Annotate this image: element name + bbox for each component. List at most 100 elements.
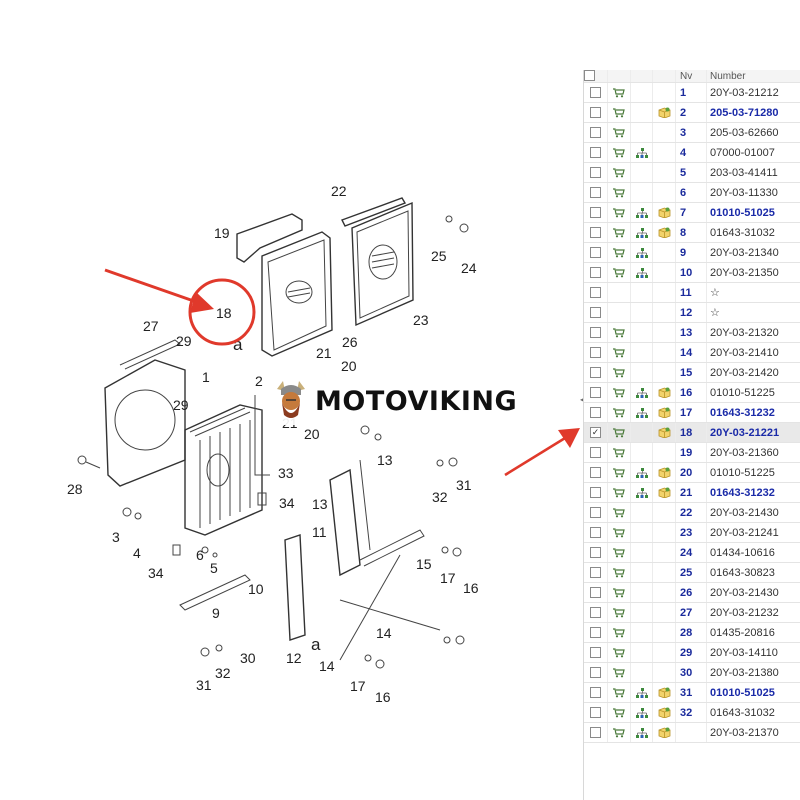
add-to-cart-icon[interactable] [613, 187, 625, 199]
row-checkbox[interactable] [590, 367, 601, 379]
row-checkbox[interactable] [590, 587, 601, 599]
add-to-cart-icon-cell[interactable] [607, 402, 631, 423]
row-checkbox-cell[interactable] [584, 482, 608, 503]
add-to-cart-icon-cell[interactable] [607, 462, 631, 483]
add-to-cart-icon[interactable] [613, 407, 625, 419]
add-to-cart-icon[interactable] [613, 567, 625, 579]
package-icon-cell[interactable] [652, 722, 676, 743]
package-icon-cell[interactable] [652, 422, 676, 443]
bolts-and-washers[interactable] [77, 215, 469, 669]
add-to-cart-icon-cell[interactable] [607, 522, 631, 543]
package-icon-cell[interactable] [652, 482, 676, 503]
select-all-checkbox-cell[interactable] [584, 70, 608, 83]
add-to-cart-icon-cell[interactable] [607, 542, 631, 563]
row-checkbox-cell[interactable] [584, 542, 608, 563]
add-to-cart-icon[interactable] [613, 367, 625, 379]
row-checkbox-cell[interactable] [584, 402, 608, 423]
row-checkbox[interactable] [590, 547, 601, 559]
add-to-cart-icon[interactable] [613, 227, 625, 239]
part-27-fan-shroud[interactable] [104, 339, 186, 487]
row-checkbox-cell[interactable] [584, 302, 608, 323]
row-checkbox[interactable] [590, 187, 601, 199]
add-to-cart-icon-cell[interactable] [607, 162, 631, 183]
part-19-top-cover[interactable] [236, 213, 303, 263]
add-to-cart-icon-cell[interactable] [607, 382, 631, 403]
tree-structure-icon[interactable] [635, 727, 648, 739]
add-to-cart-icon-cell[interactable] [607, 82, 631, 103]
package-icon[interactable] [658, 427, 671, 439]
part-18-panel[interactable] [261, 231, 333, 357]
package-icon-cell[interactable] [652, 202, 676, 223]
row-checkbox-cell[interactable] [584, 702, 608, 723]
row-checkbox[interactable] [590, 327, 601, 339]
parts-row[interactable]: 20Y-03-21370 [584, 722, 800, 743]
row-part-number-link[interactable]: 01643-31232 [706, 482, 800, 503]
row-part-number-link[interactable]: 01010-51025 [706, 202, 800, 223]
add-to-cart-icon[interactable] [613, 707, 625, 719]
row-checkbox-cell[interactable] [584, 562, 608, 583]
tree-structure-icon[interactable] [635, 407, 648, 419]
row-checkbox-cell[interactable] [584, 222, 608, 243]
add-to-cart-icon-cell[interactable] [607, 482, 631, 503]
row-checkbox[interactable] [590, 87, 601, 99]
package-icon[interactable] [658, 727, 671, 739]
add-to-cart-icon-cell[interactable] [607, 682, 631, 703]
row-checkbox[interactable] [590, 207, 601, 219]
row-checkbox-cell[interactable] [584, 442, 608, 463]
parts-row[interactable]: 12☆ [584, 302, 800, 323]
row-checkbox[interactable] [590, 627, 601, 639]
tree-structure-icon[interactable] [635, 227, 648, 239]
row-checkbox[interactable] [590, 227, 601, 239]
tree-structure-icon[interactable] [635, 707, 648, 719]
row-checkbox-cell[interactable] [584, 662, 608, 683]
add-to-cart-icon[interactable] [613, 587, 625, 599]
add-to-cart-icon-cell[interactable] [607, 502, 631, 523]
package-icon-cell[interactable] [652, 222, 676, 243]
row-checkbox-cell[interactable] [584, 142, 608, 163]
tree-structure-icon-cell[interactable] [630, 222, 653, 243]
tree-structure-icon-cell[interactable] [630, 682, 653, 703]
tree-structure-icon-cell[interactable] [630, 482, 653, 503]
tree-structure-icon-cell[interactable] [630, 142, 653, 163]
add-to-cart-icon-cell[interactable] [607, 242, 631, 263]
row-checkbox[interactable] [590, 647, 601, 659]
package-icon[interactable] [658, 107, 671, 119]
add-to-cart-icon[interactable] [613, 667, 625, 679]
row-checkbox[interactable] [590, 667, 601, 679]
add-to-cart-icon[interactable] [613, 167, 625, 179]
package-icon[interactable] [658, 687, 671, 699]
tree-structure-icon[interactable] [635, 267, 648, 279]
add-to-cart-icon[interactable] [613, 507, 625, 519]
add-to-cart-icon[interactable] [613, 207, 625, 219]
add-to-cart-icon[interactable] [613, 267, 625, 279]
add-to-cart-icon[interactable] [613, 687, 625, 699]
row-checkbox-cell[interactable] [584, 522, 608, 543]
add-to-cart-icon-cell[interactable] [607, 602, 631, 623]
package-icon[interactable] [658, 227, 671, 239]
package-icon-cell[interactable] [652, 102, 676, 123]
row-checkbox-cell[interactable] [584, 502, 608, 523]
row-checkbox[interactable] [590, 447, 601, 459]
tree-structure-icon-cell[interactable] [630, 462, 653, 483]
add-to-cart-icon[interactable] [613, 547, 625, 559]
row-checkbox-cell[interactable] [584, 462, 608, 483]
row-checkbox-cell[interactable] [584, 362, 608, 383]
package-icon[interactable] [658, 707, 671, 719]
tree-structure-icon[interactable] [635, 387, 648, 399]
add-to-cart-icon[interactable] [613, 627, 625, 639]
row-checkbox[interactable] [590, 467, 601, 479]
package-icon[interactable] [658, 387, 671, 399]
